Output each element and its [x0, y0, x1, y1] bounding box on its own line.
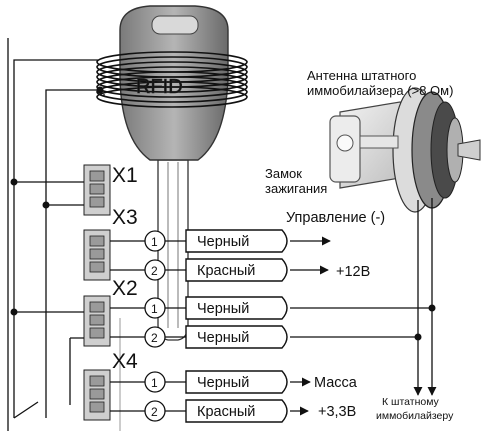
pin-number: 1 — [151, 235, 158, 249]
wire-row-1: 1 Черный Управление (-) — [110, 210, 385, 253]
wire-target-label: +12В — [336, 264, 370, 280]
rfid-label: RFID — [136, 76, 183, 98]
connector-x1-label: X1 — [112, 164, 138, 187]
wire-row-3: 1 Черный — [110, 296, 436, 320]
connector-x1 — [83, 164, 111, 216]
wire-color-label: Черный — [197, 301, 249, 317]
pin-number: 2 — [151, 264, 158, 278]
rfid-key: RFID — [96, 5, 248, 341]
pin-number: 2 — [151, 405, 158, 419]
antenna-coil — [96, 51, 248, 108]
lock-label-line1: Замок — [265, 166, 302, 181]
coil-lead-1 — [13, 59, 98, 418]
wire-row-6: 2 Красный +3,3В — [110, 399, 356, 423]
ground-switch — [13, 401, 47, 419]
antenna-title-line2: иммобилайзера (>8 Ом) — [307, 83, 453, 98]
wire-color-label: Красный — [197, 404, 255, 420]
wire-row-4: 2 Черный — [110, 325, 422, 349]
wire-target-label: +3,3В — [318, 404, 356, 420]
immobilizer-label-line1: К штатному — [382, 396, 440, 408]
wire-color-label: Черный — [197, 330, 249, 346]
connector-x4 — [83, 369, 111, 421]
wire-row-5: 1 Черный Масса — [110, 370, 358, 394]
connector-x3 — [83, 229, 111, 281]
wire-color-label: Красный — [197, 263, 255, 279]
antenna-title-line1: Антенна штатного — [307, 68, 416, 83]
wire-target-label: Управление (-) — [286, 210, 385, 226]
pin-number: 2 — [151, 331, 158, 345]
connector-x3-label: X3 — [112, 206, 138, 229]
connector-x4-label: X4 — [112, 350, 138, 373]
ignition-lock — [329, 87, 481, 213]
coil-lead-2 — [45, 89, 100, 410]
connector-x2-label: X2 — [112, 277, 138, 300]
wire-row-2: 2 Красный +12В — [110, 258, 370, 282]
wire-target-label: Масса — [314, 375, 358, 391]
pin-number: 1 — [151, 376, 158, 390]
connector-x2 — [83, 295, 111, 347]
wire-color-label: Черный — [197, 234, 249, 250]
immobilizer-label-line2: иммобилайзеру — [376, 410, 454, 422]
wire-color-label: Черный — [197, 375, 249, 391]
lock-label-line2: зажигания — [265, 181, 327, 196]
pin-number: 1 — [151, 302, 158, 316]
